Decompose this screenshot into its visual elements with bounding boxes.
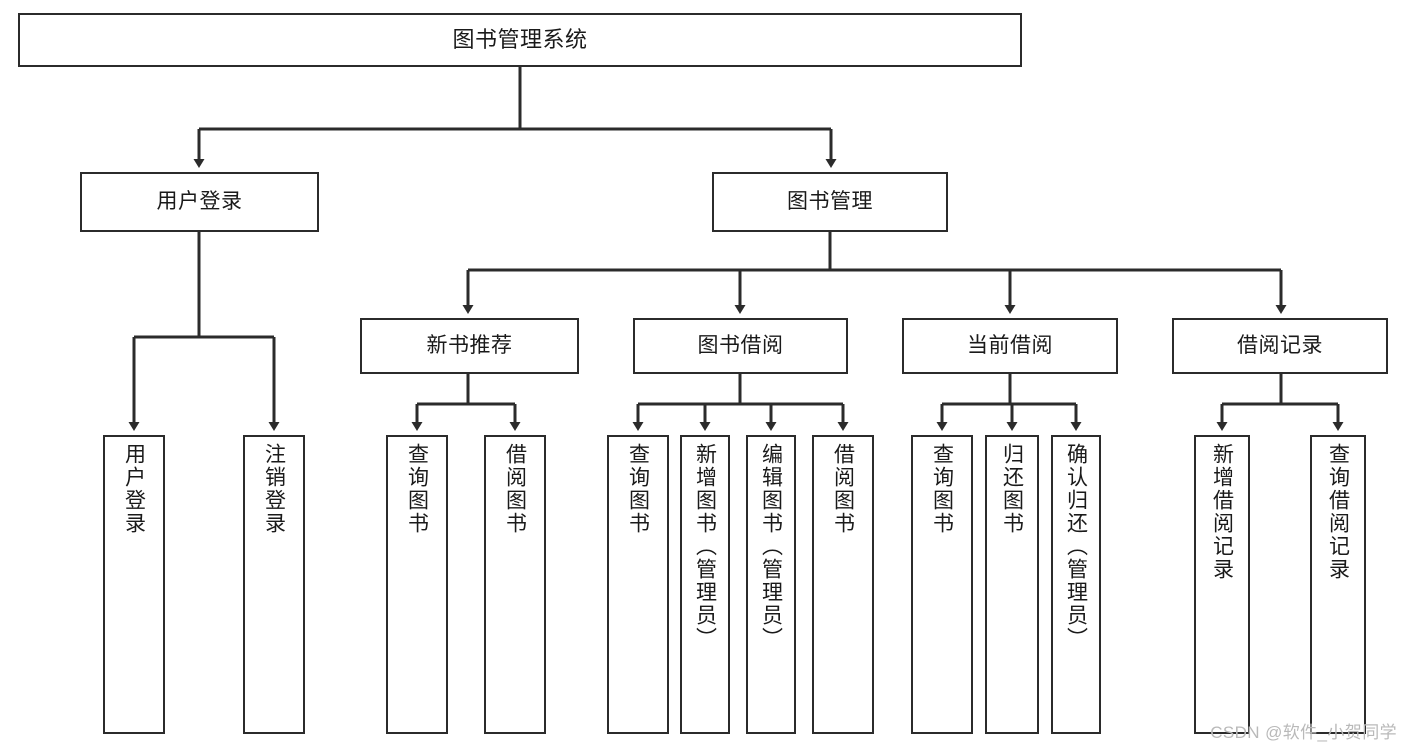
connector-borrowrecord-to-leaves (1216, 374, 1344, 431)
node-book-borrow-label: 图书借阅 (697, 333, 784, 357)
connector-userlogin-to-leaves (128, 232, 280, 431)
node-leaf-user-login[interactable]: 用户登录 (103, 435, 165, 734)
node-leaf-query-book-1[interactable]: 查询图书 (386, 435, 448, 734)
node-leaf-query-borrow-record-label: 查询借阅记录 (1326, 443, 1350, 581)
node-leaf-borrow-book-1[interactable]: 借阅图书 (484, 435, 546, 734)
connector-bookmanage-to-level3 (462, 232, 1287, 314)
node-leaf-edit-book-admin[interactable]: 编辑图书（管理员） (746, 435, 796, 734)
node-borrow-record[interactable]: 借阅记录 (1172, 318, 1388, 374)
connector-bookborrow-to-leaves (632, 374, 849, 431)
connector-newbook-to-leaves (411, 374, 521, 431)
node-leaf-borrow-book-1-label: 借阅图书 (503, 443, 527, 535)
node-leaf-user-login-label: 用户登录 (122, 443, 146, 535)
node-new-book-recommend-label: 新书推荐 (426, 333, 513, 357)
node-book-manage[interactable]: 图书管理 (712, 172, 948, 232)
node-leaf-query-book-3[interactable]: 查询图书 (911, 435, 973, 734)
node-leaf-borrow-book-2-label: 借阅图书 (831, 443, 855, 535)
node-leaf-add-borrow-record-label: 新增借阅记录 (1210, 443, 1234, 581)
node-leaf-query-book-2-label: 查询图书 (626, 443, 650, 535)
node-leaf-confirm-return-admin-label: 确认归还（管理员） (1064, 443, 1088, 650)
node-leaf-query-book-1-label: 查询图书 (405, 443, 429, 535)
node-user-login-label: 用户登录 (156, 189, 243, 213)
node-book-borrow[interactable]: 图书借阅 (633, 318, 848, 374)
node-leaf-add-book-admin-label: 新增图书（管理员） (693, 443, 717, 650)
node-root-label: 图书管理系统 (452, 27, 588, 53)
node-leaf-add-book-admin[interactable]: 新增图书（管理员） (680, 435, 730, 734)
node-new-book-recommend[interactable]: 新书推荐 (360, 318, 579, 374)
node-book-manage-label: 图书管理 (787, 189, 873, 213)
node-leaf-return-book-label: 归还图书 (1000, 443, 1024, 535)
node-current-borrow[interactable]: 当前借阅 (902, 318, 1118, 374)
node-leaf-edit-book-admin-label: 编辑图书（管理员） (759, 443, 783, 650)
node-leaf-logout[interactable]: 注销登录 (243, 435, 305, 734)
node-leaf-query-book-2[interactable]: 查询图书 (607, 435, 669, 734)
node-current-borrow-label: 当前借阅 (967, 333, 1053, 357)
node-leaf-query-book-3-label: 查询图书 (930, 443, 954, 535)
node-borrow-record-label: 借阅记录 (1237, 333, 1323, 357)
node-leaf-query-borrow-record[interactable]: 查询借阅记录 (1310, 435, 1366, 734)
connector-currentborrow-to-leaves (936, 374, 1082, 431)
node-leaf-add-borrow-record[interactable]: 新增借阅记录 (1194, 435, 1250, 734)
node-leaf-logout-label: 注销登录 (262, 443, 286, 535)
node-leaf-confirm-return-admin[interactable]: 确认归还（管理员） (1051, 435, 1101, 734)
node-user-login[interactable]: 用户登录 (80, 172, 319, 232)
connector-root-to-level2 (193, 67, 837, 168)
node-root[interactable]: 图书管理系统 (18, 13, 1022, 67)
node-leaf-borrow-book-2[interactable]: 借阅图书 (812, 435, 874, 734)
node-leaf-return-book[interactable]: 归还图书 (985, 435, 1039, 734)
